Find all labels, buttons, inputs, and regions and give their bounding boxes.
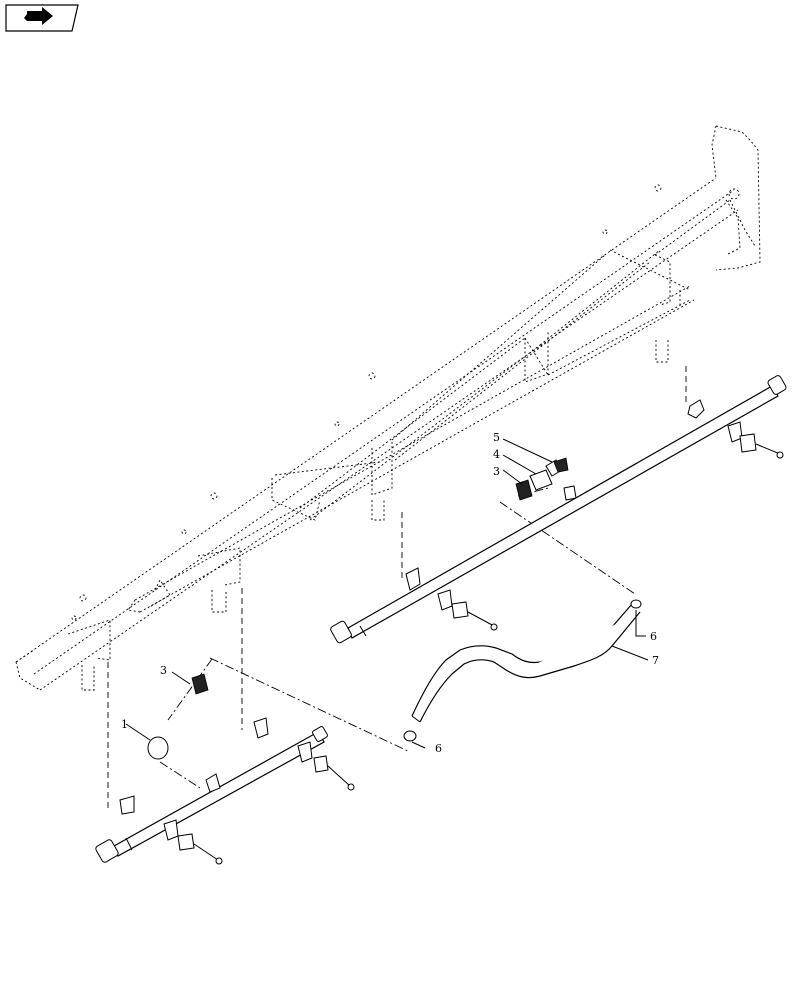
outer-pipe-assembly <box>330 375 787 644</box>
callout-6-upper: 6 <box>650 630 657 643</box>
back-arrow-icon <box>24 7 53 25</box>
callout-5: 5 <box>493 431 500 444</box>
boom-frame <box>15 125 761 691</box>
callout-3-upper: 3 <box>493 465 500 478</box>
callout-1: 1 <box>121 718 128 731</box>
inner-pipe-assembly <box>95 673 355 865</box>
callout-3-lower: 3 <box>160 664 167 677</box>
callout-4: 4 <box>493 448 500 461</box>
callout-6-lower: 6 <box>435 742 442 755</box>
alignment-leaders <box>107 366 687 808</box>
callout-leaders <box>125 438 649 749</box>
back-nav-button[interactable] <box>5 4 79 32</box>
connecting-hose <box>403 599 642 742</box>
callout-7: 7 <box>652 654 659 667</box>
